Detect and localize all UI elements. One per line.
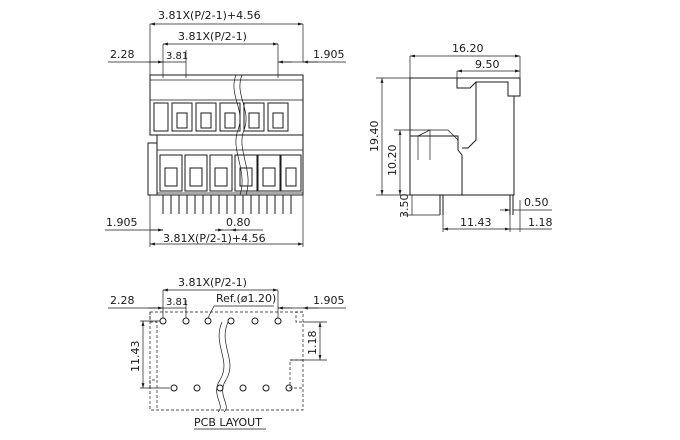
side-view: 16.20 9.50 19.40 10.20 3.50 — [368, 42, 553, 232]
dim-pcb-pitch-total: 3.81X(P/2-1) — [178, 276, 247, 289]
dim-side-pin-length: 3.50 — [398, 194, 411, 219]
dim-side-upper-depth: 9.50 — [475, 58, 500, 71]
pcb-layout-caption: PCB LAYOUT — [194, 416, 262, 429]
pcb-ref-label: Ref.(ø1.20) — [216, 292, 276, 305]
dim-pcb-pitch: 3.81 — [166, 297, 188, 308]
pcb-holes-top-row — [159, 317, 282, 325]
dim-side-height: 19.40 — [368, 121, 381, 153]
dim-front-bottom-left-offset: 1.905 — [106, 216, 138, 229]
dim-front-left-offset: 2.28 — [110, 48, 135, 61]
dim-front-pitch: 3.81X(P/2-1) — [178, 30, 247, 43]
pins — [162, 195, 292, 214]
dim-side-pin-width: 0.50 — [524, 196, 549, 209]
dim-side-pin-offset: 1.18 — [528, 216, 553, 229]
pcb-holes-bottom-row — [170, 384, 293, 392]
front-view: 3.81X(P/2-1)+4.56 3.81X(P/2-1) 2.28 3.81… — [105, 9, 346, 247]
dim-front-top-total: 3.81X(P/2-1)+4.56 — [158, 9, 261, 22]
lower-terminal-row — [159, 154, 302, 192]
dim-pcb-left-offset: 2.28 — [110, 294, 135, 307]
dim-side-depth: 16.20 — [452, 42, 484, 55]
dim-front-pitch-value: 3.81 — [166, 51, 188, 62]
dim-pcb-right-offset: 1.905 — [313, 294, 345, 307]
pcb-layout: 3.81X(P/2-1) 2.28 3.81 Ref.(ø1.20) 1.905 — [108, 276, 346, 430]
dim-side-lower-height: 10.20 — [386, 145, 399, 177]
dim-front-bottom-total: 3.81X(P/2-1)+4.56 — [163, 232, 266, 245]
dim-front-right-offset: 1.905 — [313, 48, 345, 61]
dim-pcb-row-spacing: 11.43 — [129, 341, 142, 373]
upper-terminal-row — [153, 102, 289, 132]
dim-side-pin-spacing: 11.43 — [460, 216, 492, 229]
dim-front-pin-pitch: 0.80 — [226, 216, 251, 229]
dim-pcb-row-offset: 1.18 — [306, 331, 319, 356]
